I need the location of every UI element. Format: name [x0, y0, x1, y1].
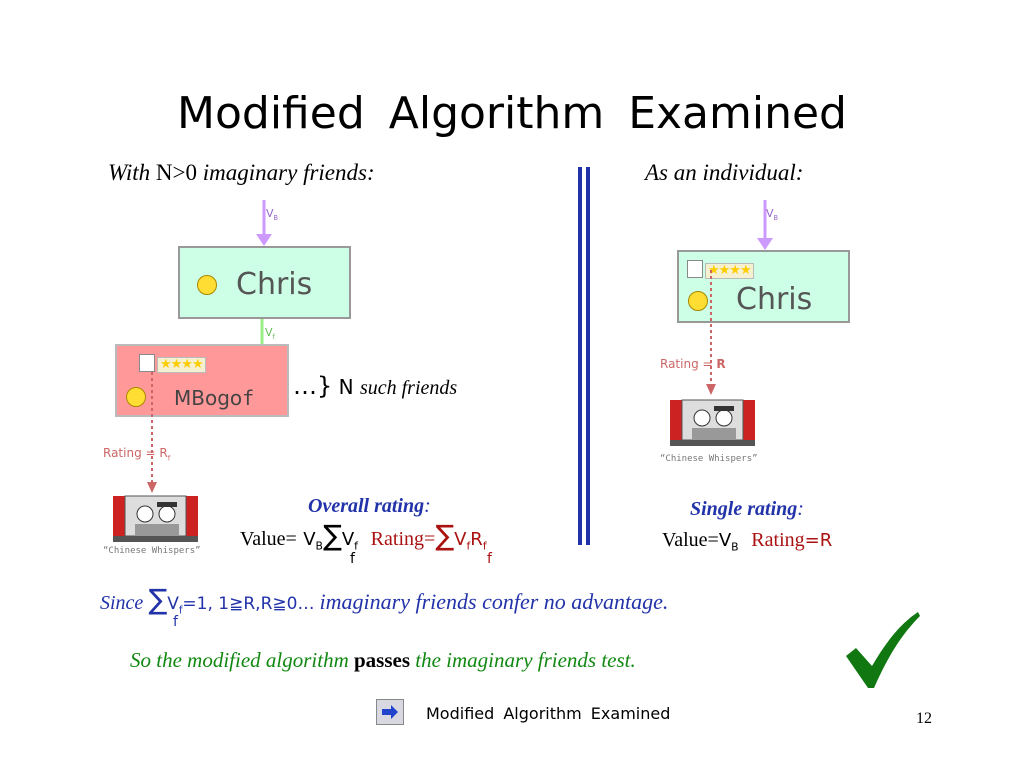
conclusion-post: the imaginary friends test.	[410, 648, 636, 672]
mbogo-box: ★★★★ MBogof	[115, 344, 289, 417]
friends-n: N	[332, 375, 360, 399]
chris-box-right: ★★★★ Chris	[677, 250, 850, 323]
single-value-label: Value=	[662, 529, 719, 551]
divider-line-left	[578, 167, 582, 545]
arrow-right-icon	[382, 705, 398, 719]
single-rating-eq: =R	[804, 530, 833, 551]
vb-text-right: V	[766, 207, 774, 220]
stars-icon: ★★★★	[705, 263, 754, 279]
since-line: Since ∑Vf=1, 1≧R,R≧0… imaginary friends …	[100, 583, 669, 617]
rating-rf-sub: f	[167, 453, 171, 463]
vb-label-right: VB	[766, 207, 778, 222]
since-word: Since	[100, 592, 149, 614]
page-title: Modified Algorithm Examined	[177, 88, 847, 139]
left-heading: With N>0 imaginary friends:	[108, 160, 375, 186]
overall-heading-text: Overall rating	[308, 495, 425, 517]
since-vf: V	[167, 594, 179, 614]
friends-text: such friends	[359, 377, 458, 399]
overall-rating-label: Rating=	[370, 528, 436, 550]
single-heading-colon: :	[797, 498, 804, 520]
overall-value-label: Value=	[240, 528, 297, 550]
overall-f: f	[354, 539, 358, 553]
overall-vf: V	[341, 529, 355, 550]
overall-f3: f	[482, 539, 487, 553]
rating-r-text: Rating =	[660, 357, 717, 371]
rating-dotted-line-right	[706, 270, 716, 395]
movie-caption-left: “Chinese Whispers”	[103, 546, 201, 556]
since-expr: =1, 1≧R,R≧0…	[182, 594, 315, 614]
overall-heading: Overall rating:	[308, 493, 431, 518]
conclusion-pre: So the modified algorithm	[130, 648, 354, 672]
mbogo-label: MBogof	[174, 386, 254, 410]
stars-icon: ★★★★	[157, 357, 206, 373]
single-v: V	[718, 530, 732, 551]
single-b: B	[731, 540, 739, 554]
vb-sub-right: B	[773, 214, 779, 223]
since-f: f	[178, 605, 183, 617]
since-sigma: ∑	[148, 583, 168, 616]
movie-theater-icon	[113, 494, 198, 544]
nav-button[interactable]	[376, 699, 404, 725]
single-heading: Single rating:	[690, 496, 804, 521]
overall-sum-index-1: f	[350, 551, 355, 567]
overall-sum-index-2: f	[487, 551, 492, 567]
vf-label: Vf	[265, 326, 275, 341]
divider-line-right	[586, 167, 590, 545]
since-tail: imaginary friends confer no advantage.	[319, 589, 669, 614]
rating-r-label: Rating = R	[660, 357, 726, 371]
vb-sub-left: B	[273, 214, 279, 223]
rating-r-value: R	[716, 357, 726, 371]
single-formula: Value=VB Rating=R	[662, 527, 832, 554]
left-heading-post: imaginary friends:	[197, 160, 375, 185]
single-heading-text: Single rating	[690, 498, 798, 520]
left-heading-pre: With	[108, 160, 156, 185]
chris-name-left: Chris	[236, 267, 313, 302]
rating-rf-text: Rating = R	[103, 446, 168, 460]
since-sum-index: f	[173, 614, 178, 630]
checkmark-icon	[846, 612, 920, 688]
conclusion-bold: passes	[354, 648, 411, 672]
vb-text-left: V	[266, 207, 274, 220]
chris-name-right: Chris	[736, 282, 813, 317]
movie-theater-icon	[670, 398, 755, 448]
rating-dotted-line-left	[147, 372, 157, 493]
vb-arrow-right	[757, 200, 773, 250]
smiley-icon	[197, 275, 217, 295]
rating-rf-label: Rating = Rf	[103, 446, 170, 462]
overall-v: V	[303, 529, 316, 550]
overall-f2: f	[466, 539, 471, 553]
document-icon	[687, 260, 703, 278]
overall-rf: R	[470, 529, 483, 550]
conclusion-line: So the modified algorithm passes the ima…	[130, 648, 636, 673]
n-such-friends: …} N such friends	[293, 372, 457, 400]
vb-label-left: VB	[266, 207, 278, 222]
footer-title-link[interactable]: Modified Algorithm Examined	[426, 704, 671, 723]
overall-b: B	[315, 539, 323, 553]
overall-formula: Value= VB∑Vf Rating=∑VfRf	[240, 522, 487, 553]
mbogo-sub: f	[242, 386, 255, 410]
left-heading-n: N>0	[155, 160, 198, 185]
page-number: 12	[916, 710, 932, 727]
right-heading: As an individual:	[645, 160, 804, 185]
overall-sigma: ∑	[322, 519, 342, 552]
document-icon	[139, 354, 155, 372]
overall-vf2: V	[454, 529, 467, 550]
movie-caption-right: “Chinese Whispers”	[660, 454, 758, 464]
chris-box-left: Chris	[178, 246, 351, 319]
smiley-icon	[126, 387, 146, 407]
overall-heading-colon: :	[424, 495, 431, 517]
single-rating-label: Rating	[751, 529, 805, 551]
smiley-icon	[688, 291, 708, 311]
overall-sigma2: ∑	[435, 519, 455, 552]
friends-brace: …}	[293, 372, 333, 400]
vf-sub: f	[272, 333, 275, 342]
vf-text: V	[265, 326, 273, 339]
mbogo-name: MBogo	[174, 386, 243, 410]
vb-arrow-left	[256, 200, 272, 246]
